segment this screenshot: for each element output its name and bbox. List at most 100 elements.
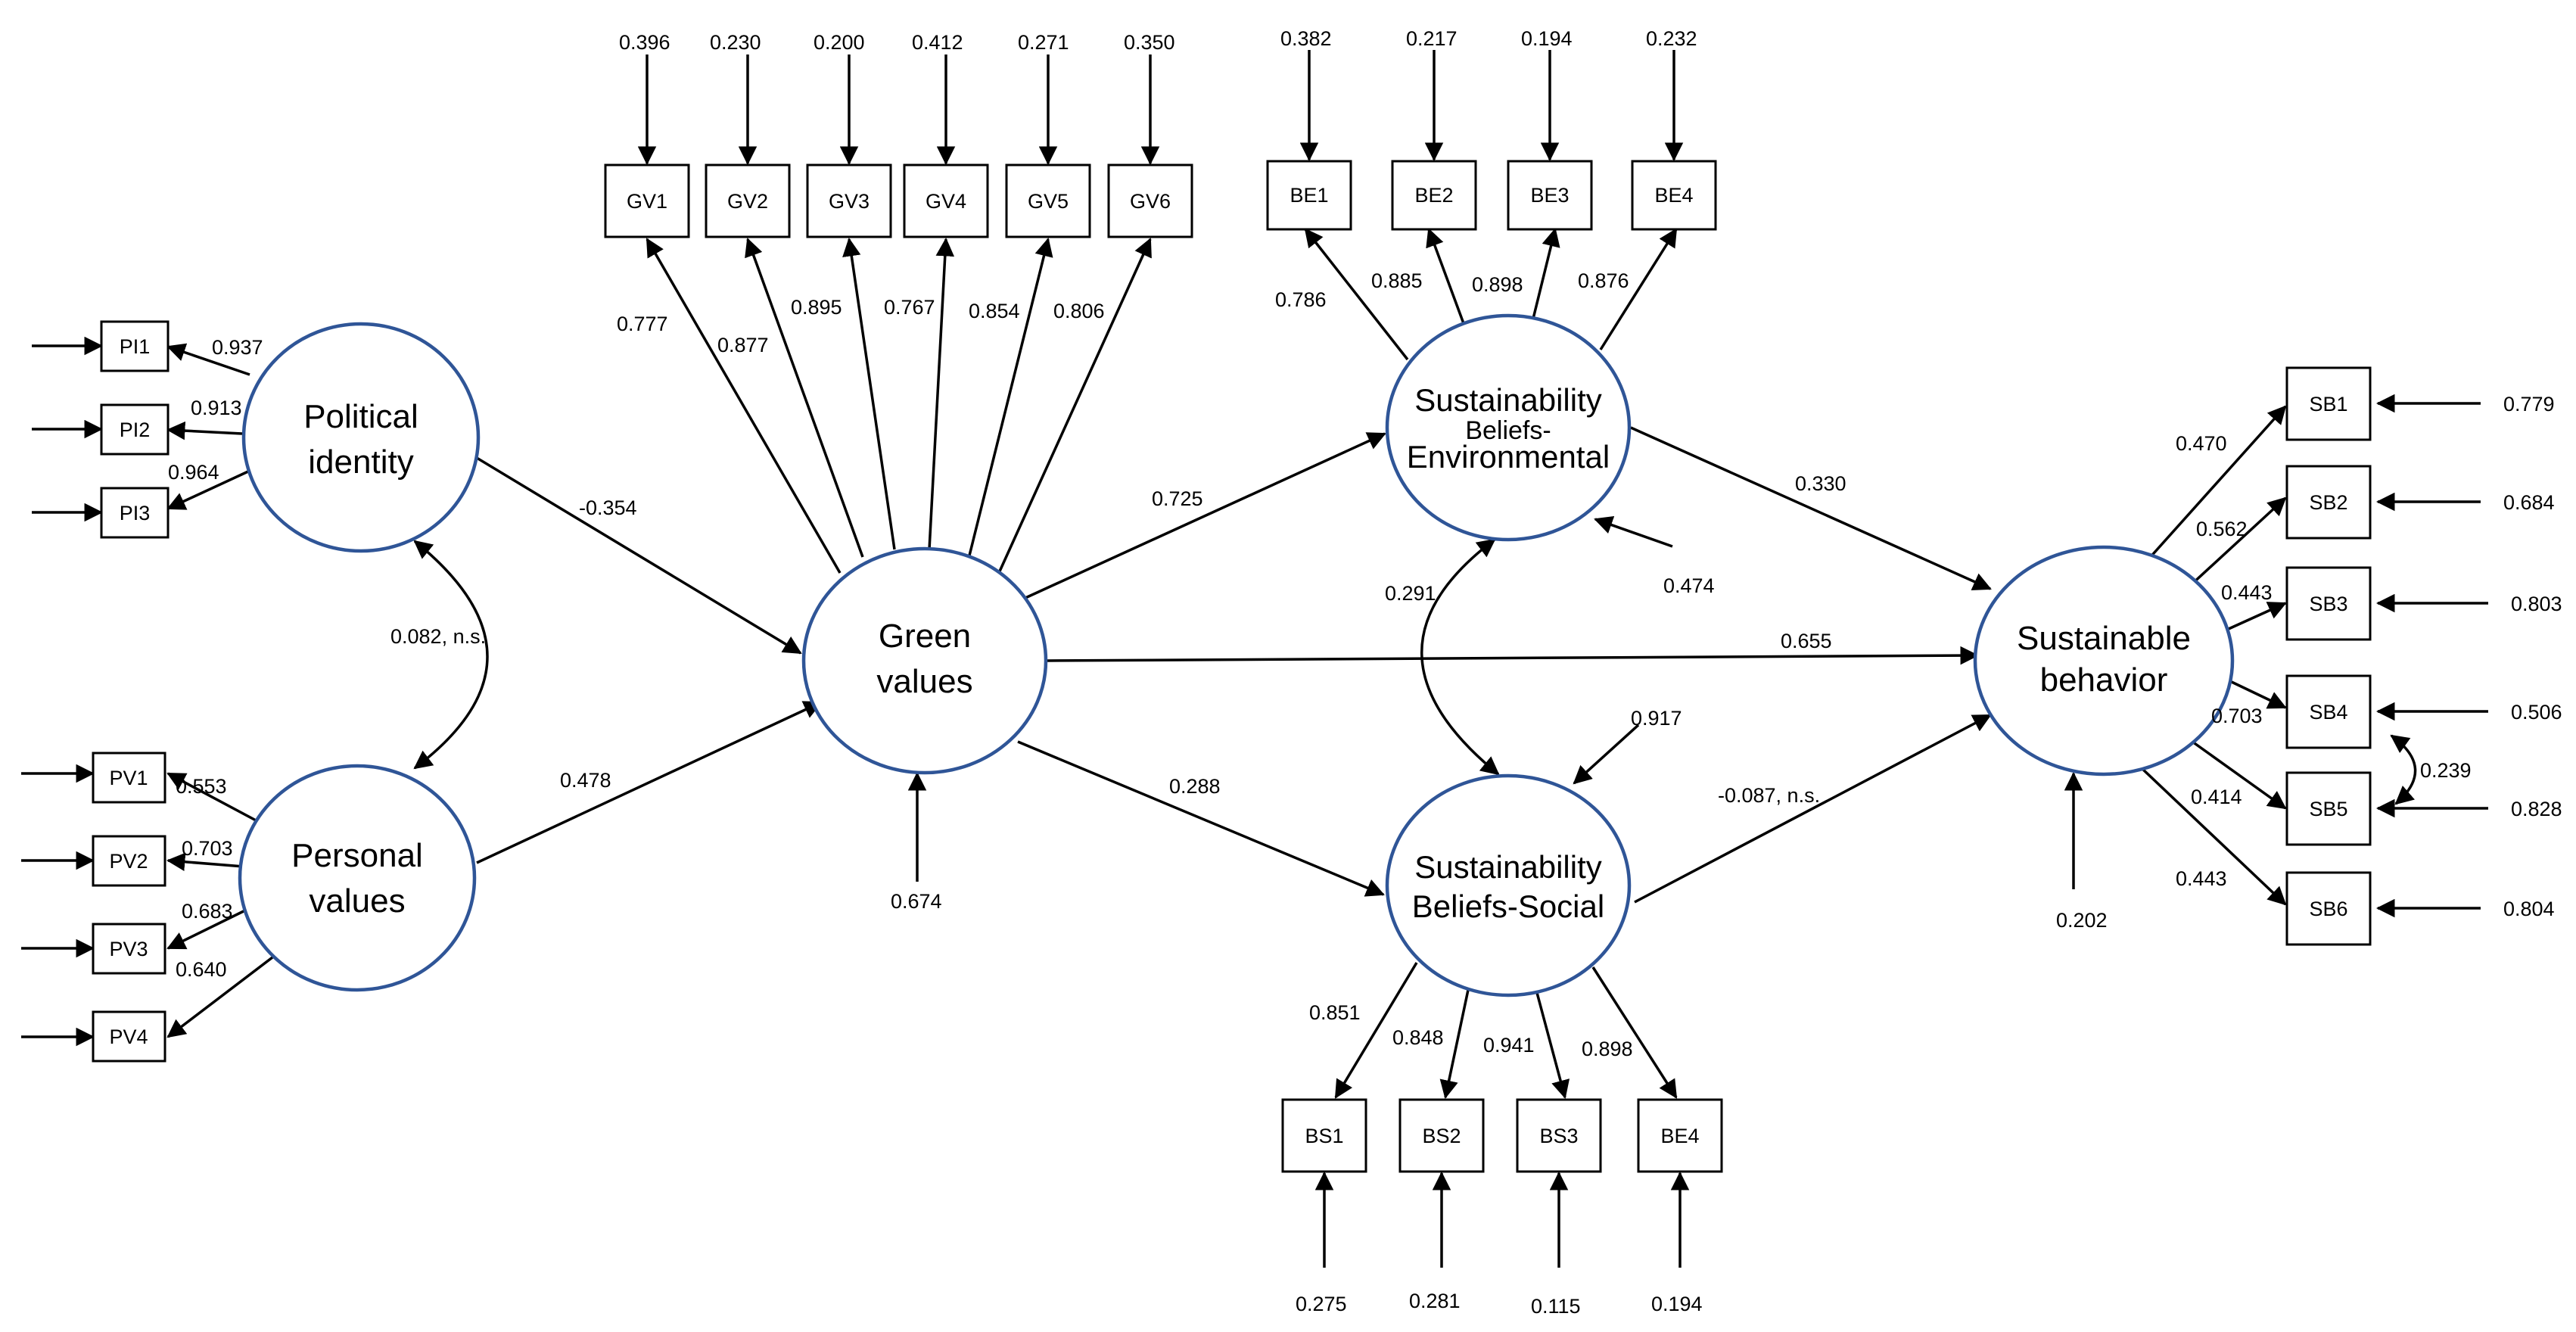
path-pv-gv [476,701,823,864]
svg-text:0.232: 0.232 [1646,27,1697,50]
svg-text:values: values [309,882,405,920]
svg-text:-0.354: -0.354 [579,496,637,519]
svg-text:0.804: 0.804 [2503,898,2555,920]
latent-sustainability-beliefs-environmental: Sustainability Beliefs- Environmental [1385,313,1632,542]
svg-text:0.877: 0.877 [717,334,769,356]
svg-text:BE3: BE3 [1530,184,1569,207]
residual-arrows [907,515,2083,889]
latent-sustainable-behavior: Sustainable behavior [1973,545,2235,776]
cov-sbe-sbs [1420,538,1500,776]
svg-text:BE4: BE4 [1654,184,1693,207]
svg-text:PV3: PV3 [109,938,148,960]
latent-personal-values: Personal values [238,764,477,992]
svg-text:0.725: 0.725 [1152,487,1203,510]
svg-text:0.898: 0.898 [1472,273,1523,296]
svg-text:0.786: 0.786 [1275,288,1327,311]
svg-text:0.443: 0.443 [2221,581,2273,604]
svg-text:GV2: GV2 [727,190,768,213]
error-labels-bs: 0.275 0.281 0.115 0.194 [1296,1290,1703,1318]
error-arrows-be [1299,50,1684,162]
path-sbs-sb [1634,714,1992,904]
svg-text:0.640: 0.640 [176,958,227,981]
svg-text:GV5: GV5 [1028,190,1069,213]
latent-political-identity: Political identity [241,322,481,553]
svg-text:0.443: 0.443 [2176,867,2227,890]
loading-labels-gv: 0.777 0.877 0.895 0.767 0.854 0.806 [617,296,1105,356]
svg-text:identity: identity [308,443,413,481]
svg-text:PI2: PI2 [120,419,151,441]
svg-text:0.200: 0.200 [814,31,865,54]
svg-text:0.964: 0.964 [168,461,219,484]
svg-text:GV1: GV1 [627,190,667,213]
loading-labels-bs: 0.851 0.848 0.941 0.898 [1309,1001,1633,1060]
svg-text:0.803: 0.803 [2511,593,2562,615]
svg-text:0.898: 0.898 [1582,1038,1633,1060]
svg-text:0.382: 0.382 [1280,27,1332,50]
latent-sustainability-beliefs-social: Sustainability Beliefs-Social [1385,773,1632,997]
svg-text:SB5: SB5 [2309,798,2347,820]
svg-text:SB6: SB6 [2309,898,2347,920]
svg-text:0.848: 0.848 [1392,1026,1444,1049]
error-arrows-pv [21,764,95,1047]
svg-text:0.703: 0.703 [2211,705,2263,727]
loadings-gv [646,237,1152,574]
svg-text:0.412: 0.412 [912,31,963,54]
svg-text:0.885: 0.885 [1371,269,1423,292]
svg-text:0.828: 0.828 [2511,798,2562,820]
indicators-gv: GV1 GV2 GV3 GV4 GV5 GV6 [604,163,1193,238]
svg-text:BE2: BE2 [1414,184,1453,207]
svg-text:SB1: SB1 [2309,393,2347,415]
svg-text:Beliefs-Social: Beliefs-Social [1412,889,1604,924]
loadings-pi [166,343,250,510]
svg-text:0.655: 0.655 [1781,630,1832,652]
indicators-bs: BS1 BS2 BS3 BE4 [1281,1098,1723,1173]
svg-text:0.854: 0.854 [969,300,1020,322]
svg-text:-0.087, n.s.: -0.087, n.s. [1718,784,1820,807]
svg-text:GV6: GV6 [1130,190,1171,213]
svg-text:BS2: BS2 [1422,1125,1461,1147]
svg-text:BS3: BS3 [1539,1125,1578,1147]
svg-text:SB4: SB4 [2309,701,2347,724]
svg-text:0.777: 0.777 [617,313,668,335]
svg-text:0.937: 0.937 [212,336,263,359]
svg-text:0.684: 0.684 [2503,491,2555,514]
svg-text:BS1: BS1 [1305,1125,1343,1147]
svg-text:0.281: 0.281 [1409,1290,1461,1312]
svg-text:Beliefs-: Beliefs- [1465,416,1551,445]
cov-sb4-sb5 [2390,734,2417,805]
error-labels-sb: 0.779 0.684 0.803 0.506 0.828 0.804 [2503,393,2562,920]
svg-text:GV3: GV3 [829,190,870,213]
svg-text:GV4: GV4 [926,190,966,213]
svg-text:0.703: 0.703 [182,837,233,860]
svg-text:PV4: PV4 [109,1025,148,1048]
svg-text:0.876: 0.876 [1578,269,1629,292]
svg-text:0.239: 0.239 [2420,759,2472,782]
svg-text:0.478: 0.478 [560,769,611,792]
svg-text:0.414: 0.414 [2191,786,2242,808]
svg-text:0.474: 0.474 [1663,574,1715,597]
indicators-sb: SB1 SB2 SB3 SB4 SB5 SB6 [2285,366,2372,946]
latent-green-values: Green values [801,546,1048,775]
svg-text:0.562: 0.562 [2196,518,2248,540]
svg-text:0.396: 0.396 [619,31,670,54]
loadings-bs [1334,962,1678,1099]
cov-pi-pv [413,540,489,770]
svg-text:behavior: behavior [2040,661,2168,699]
path-sbe-sb [1630,426,1992,590]
loading-labels-be: 0.786 0.885 0.898 0.876 [1275,269,1629,311]
loadings-pv [166,772,274,1038]
path-pi-gv [476,456,802,655]
svg-text:0.271: 0.271 [1018,31,1069,54]
svg-text:Environmental: Environmental [1407,439,1610,475]
loading-labels-sb: 0.470 0.562 0.443 0.703 0.414 0.443 [2176,432,2273,890]
svg-text:PI1: PI1 [120,335,151,358]
svg-text:0.470: 0.470 [2176,432,2227,455]
error-arrows-gv [637,54,1160,166]
error-arrows-pi [32,336,104,522]
svg-text:0.553: 0.553 [176,775,227,798]
svg-text:0.913: 0.913 [191,397,242,419]
svg-text:0.202: 0.202 [2056,909,2108,932]
svg-text:PI3: PI3 [120,502,151,524]
svg-text:0.330: 0.330 [1795,472,1846,495]
svg-text:Green: Green [879,618,971,655]
